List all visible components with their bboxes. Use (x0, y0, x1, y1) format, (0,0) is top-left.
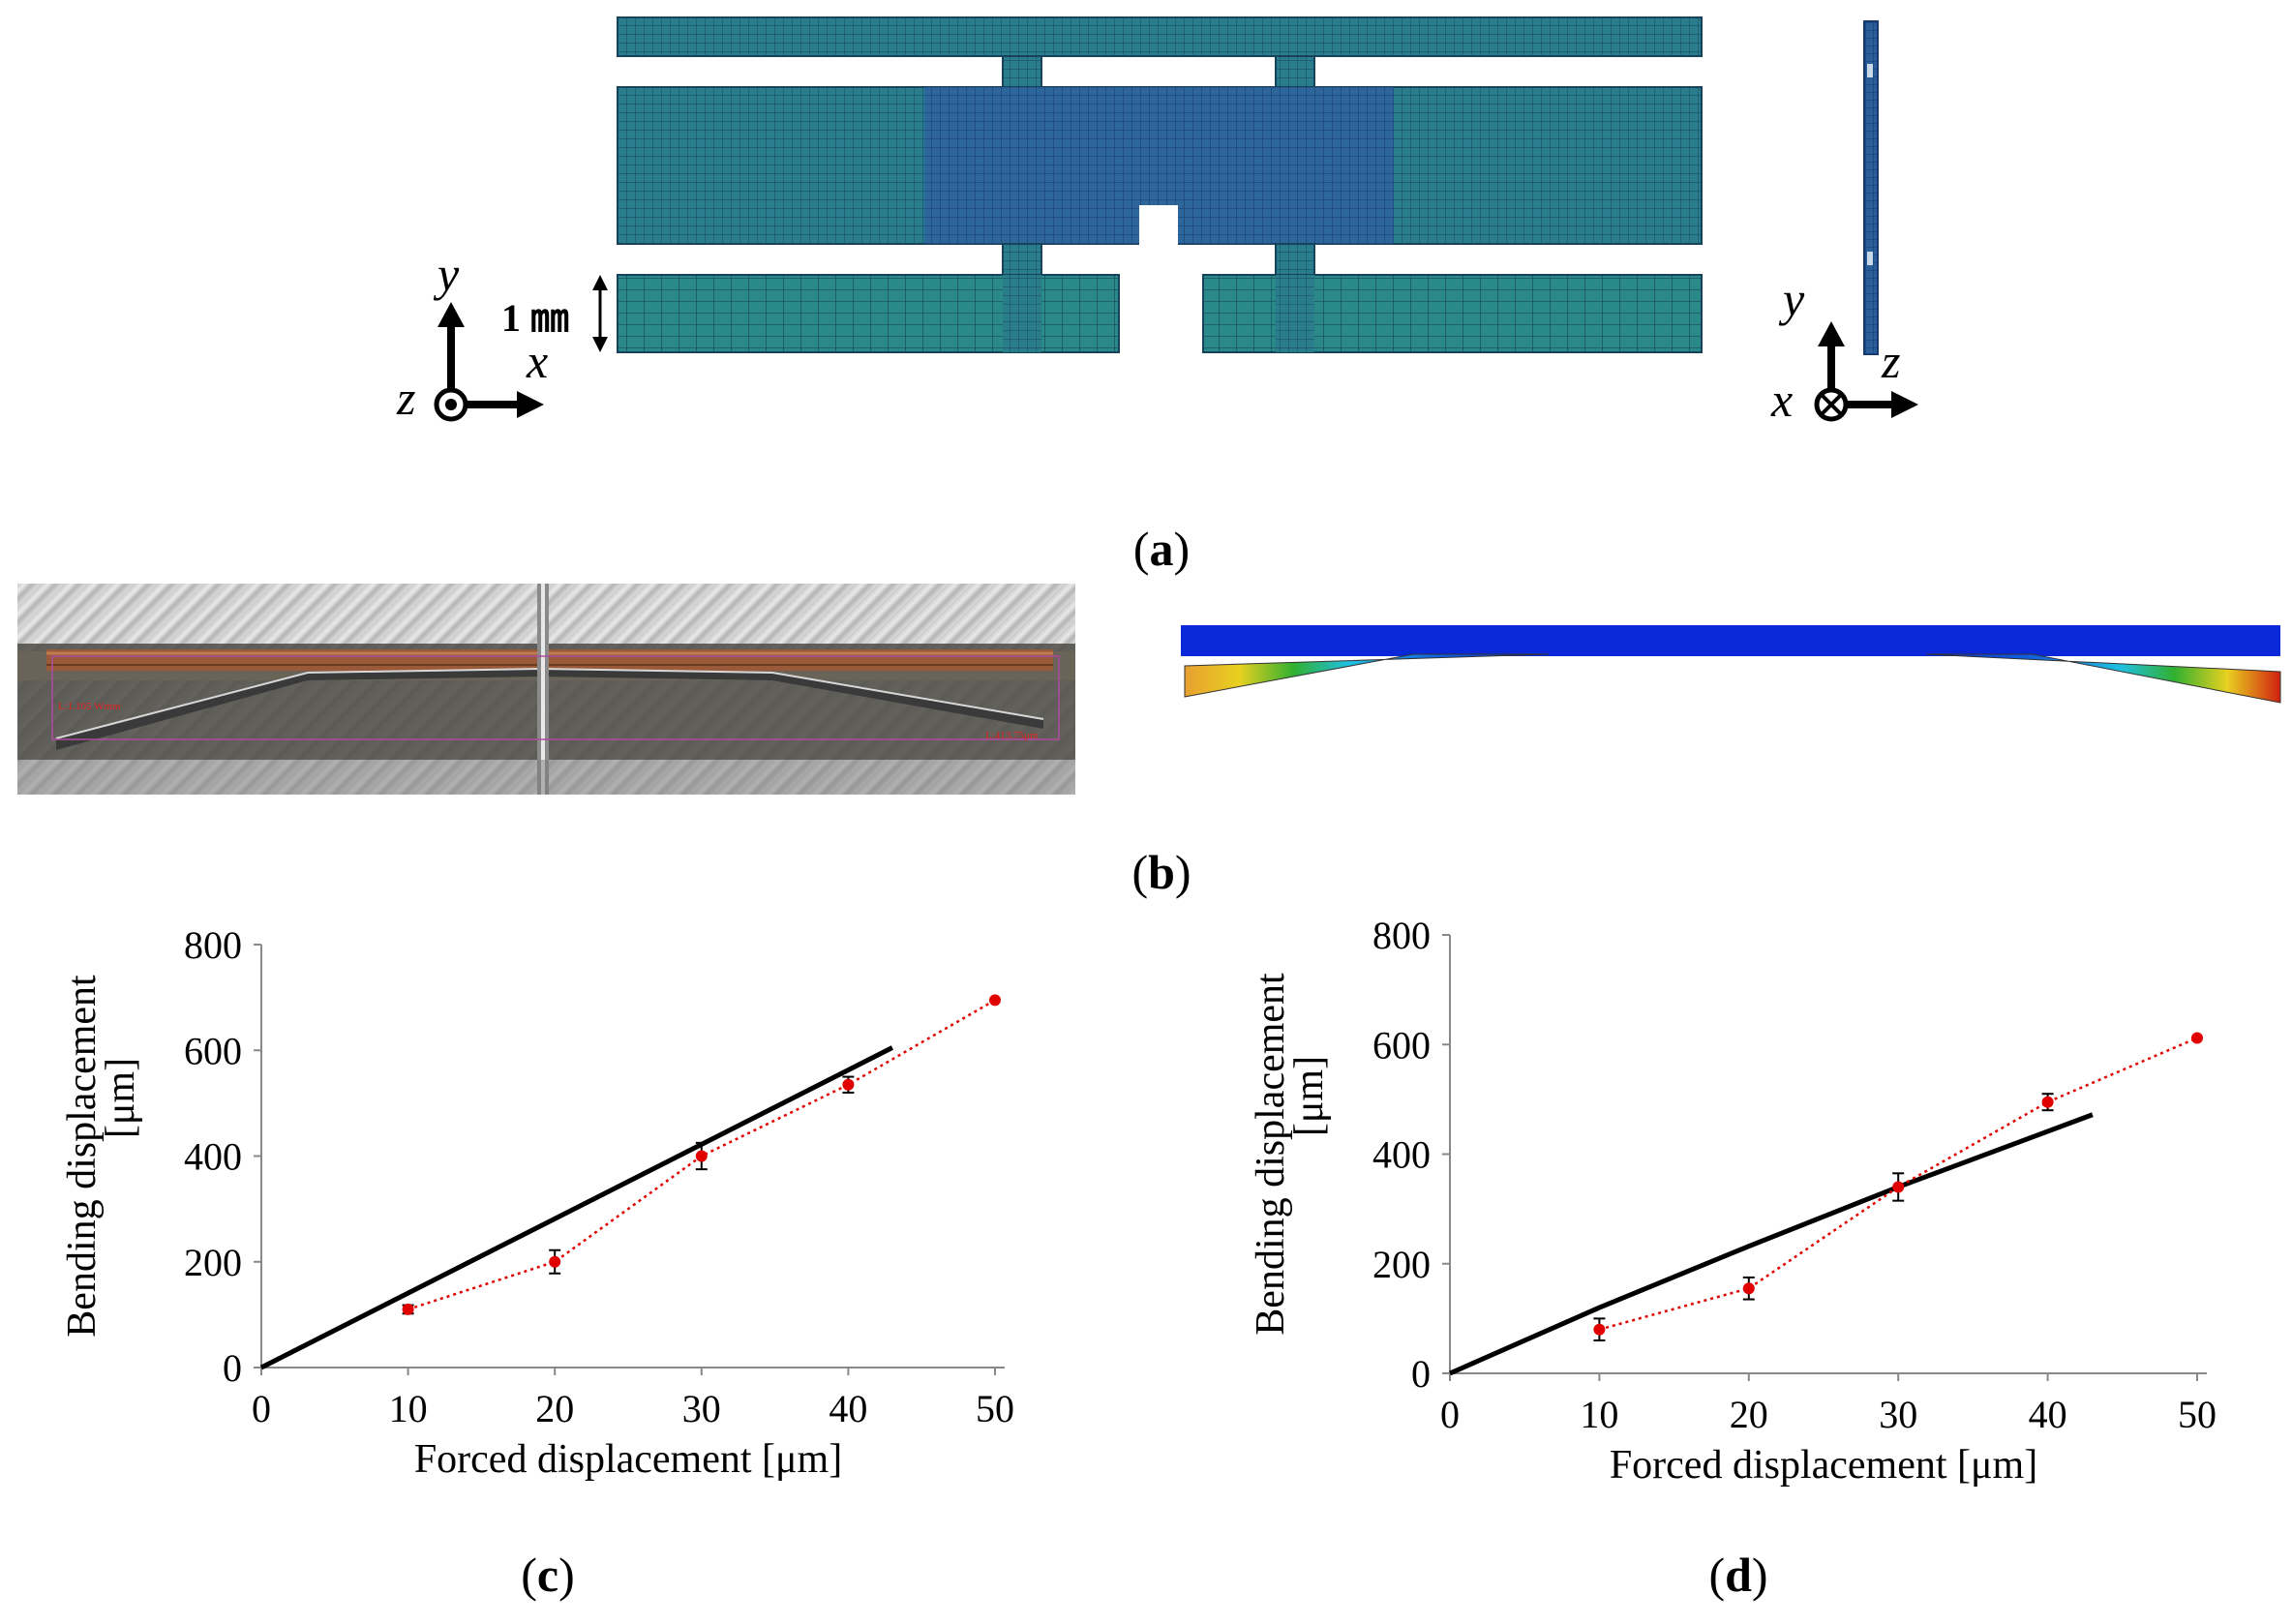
x-tick-label: 20 (1730, 1393, 1768, 1436)
y-tick-label: 400 (184, 1135, 242, 1179)
data-point (1742, 1282, 1755, 1295)
axis-label-y-right: y (1783, 272, 1805, 326)
x-tick-label: 10 (389, 1387, 428, 1430)
series-line-simulation (259, 1045, 894, 1370)
series-line-simulation (1448, 1112, 2094, 1376)
panel-a-fe-mesh (434, 16, 1918, 422)
caption-b: (b) (1131, 845, 1191, 899)
y-axis-label-unit: [μm] (99, 1058, 143, 1138)
data-point (1892, 1181, 1905, 1193)
axis-label-x-left: x (527, 334, 549, 388)
x-axis-label: Forced displacement [μm] (1610, 1443, 2037, 1488)
x-tick-label: 30 (682, 1387, 721, 1430)
axis-triad-right (1814, 321, 1918, 422)
x-tick-label: 30 (1879, 1393, 1917, 1436)
deformed-arm-left (1184, 653, 1550, 698)
mesh-bottom-left (617, 274, 1120, 353)
mesh-connector (1275, 55, 1315, 88)
x-tick-label: 50 (976, 1387, 1014, 1430)
mesh-connector (1002, 243, 1042, 276)
mesh-top-strip (617, 16, 1703, 57)
data-point (402, 1303, 414, 1315)
scale-bar-label: 1 ㎜ (501, 296, 569, 340)
x-tick-label: 0 (1440, 1393, 1460, 1436)
data-point (695, 1150, 708, 1162)
deformed-beam (1181, 625, 2280, 656)
caption-c: (c) (521, 1548, 575, 1602)
axis-triad-left (434, 302, 544, 422)
deformed-arm-right (1925, 653, 2281, 704)
panel-b-fe-deformed (1181, 625, 2281, 704)
series-line-experiment (1599, 1037, 2198, 1331)
y-tick-label: 800 (1372, 914, 1431, 957)
x-tick-label: 10 (1580, 1393, 1618, 1436)
x-axis-label: Forced displacement [μm] (414, 1437, 842, 1482)
data-point (1593, 1323, 1606, 1336)
data-point (842, 1078, 855, 1091)
y-tick-label: 0 (1411, 1352, 1431, 1396)
data-point (549, 1255, 561, 1268)
y-axis-label: Bending displacement (1249, 973, 1293, 1336)
x-tick-label: 50 (2178, 1393, 2217, 1436)
x-tick-label: 40 (829, 1387, 867, 1430)
data-point (2041, 1096, 2054, 1108)
photo-measure-label-left: L:1.105 Wmm (58, 701, 121, 712)
scale-bar (592, 275, 608, 352)
panel-b-photo: L:1.105 Wmm L:413.75μm (17, 584, 1075, 795)
axis-label-z-left: z (397, 371, 416, 425)
caption-d: (d) (1708, 1548, 1768, 1602)
photo-measure-label-right: L:413.75μm (985, 730, 1039, 741)
data-point (989, 994, 1001, 1007)
mesh-side-view (1863, 20, 1879, 355)
x-tick-label: 40 (2029, 1393, 2067, 1436)
y-tick-label: 400 (1372, 1133, 1431, 1177)
x-tick-label: 0 (252, 1387, 271, 1430)
y-axis-label-unit: [μm] (1287, 1056, 1332, 1136)
mesh-connector (1275, 243, 1315, 276)
mesh-notch (1139, 205, 1178, 246)
caption-a: (a) (1132, 522, 1191, 576)
y-tick-label: 200 (1372, 1243, 1431, 1286)
y-tick-label: 0 (223, 1346, 242, 1390)
y-tick-label: 800 (184, 923, 242, 967)
series-line-experiment (407, 999, 996, 1311)
x-tick-label: 20 (535, 1387, 574, 1430)
axis-label-x-right: x (1771, 373, 1794, 427)
mesh-connector (1002, 55, 1042, 88)
axis-label-y-left: y (437, 247, 460, 301)
data-point (2191, 1032, 2203, 1044)
y-tick-label: 200 (184, 1241, 242, 1284)
y-tick-label: 600 (1372, 1023, 1431, 1067)
axis-label-z-right: z (1882, 334, 1901, 388)
y-axis-label: Bending displacement (60, 975, 105, 1338)
y-tick-label: 600 (184, 1029, 242, 1072)
